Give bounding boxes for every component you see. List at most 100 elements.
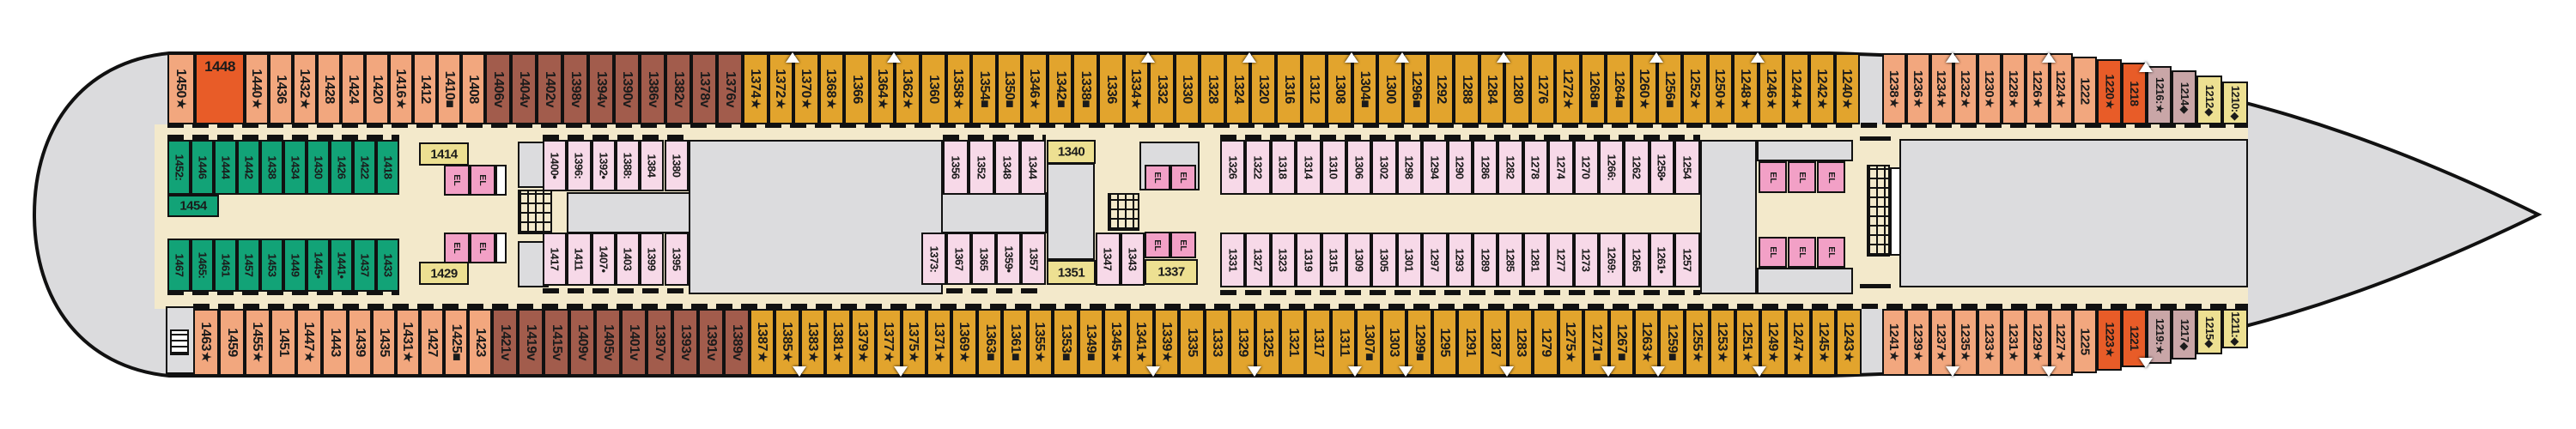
cabin-1290[interactable]: 1290 bbox=[1447, 140, 1473, 195]
cabin-1243[interactable]: 1243★ bbox=[1836, 309, 1862, 376]
cabin-1263[interactable]: 1263★ bbox=[1634, 309, 1666, 377]
cabin-1356[interactable]: 1356 bbox=[943, 140, 969, 195]
cabin-1268[interactable]: 1268■ bbox=[1580, 53, 1607, 124]
cabin-1386[interactable]: 1386v bbox=[640, 53, 665, 124]
cabin-1302[interactable]: 1302 bbox=[1371, 140, 1397, 195]
cabin-1283[interactable]: 1283 bbox=[1507, 309, 1534, 376]
cabin-1218[interactable]: 1218 bbox=[2122, 62, 2153, 124]
cabin-1426[interactable]: 1426 bbox=[330, 140, 353, 195]
cabin-1437[interactable]: 1437 bbox=[353, 239, 376, 292]
cabin-1312[interactable]: 1312 bbox=[1301, 53, 1327, 124]
cabin-1233[interactable]: 1233★ bbox=[1978, 309, 2002, 376]
cabin-1321[interactable]: 1321 bbox=[1280, 309, 1306, 376]
cabin-1397[interactable]: 1397v bbox=[647, 309, 672, 376]
cabin-1461[interactable]: 1461 bbox=[214, 239, 237, 292]
cabin-1215[interactable]: 1215◆ bbox=[2196, 309, 2222, 354]
cabin-1301[interactable]: 1301 bbox=[1396, 233, 1423, 287]
cabin-1269[interactable]: 1269: bbox=[1599, 233, 1625, 287]
cabin-1452[interactable]: 1452: bbox=[167, 140, 191, 195]
cabin-1422[interactable]: 1422 bbox=[353, 140, 376, 195]
cabin-1411[interactable]: 1411 bbox=[567, 233, 592, 286]
cabin-1220[interactable]: 1220★ bbox=[2097, 59, 2122, 124]
cabin-1418[interactable]: 1418 bbox=[376, 140, 399, 195]
cabin-1244[interactable]: 1244★ bbox=[1783, 53, 1809, 124]
cabin-1412[interactable]: 1412 bbox=[413, 53, 437, 124]
cabin-1429[interactable]: 1429 bbox=[419, 262, 469, 285]
cabin-1333[interactable]: 1333 bbox=[1204, 309, 1230, 376]
cabin-1337[interactable]: 1337 bbox=[1145, 259, 1198, 285]
cabin-1396[interactable]: 1396: bbox=[567, 140, 592, 191]
cabin-1284[interactable]: 1284 bbox=[1479, 52, 1511, 124]
cabin-1274[interactable]: 1274 bbox=[1548, 140, 1574, 195]
cabin-1214[interactable]: 1214◆ bbox=[2172, 70, 2196, 124]
cabin-1449[interactable]: 1449 bbox=[283, 239, 307, 292]
cabin-1226[interactable]: 1226★ bbox=[2025, 52, 2056, 124]
cabin-1371[interactable]: 1371★ bbox=[927, 309, 952, 376]
cabin-1434[interactable]: 1434 bbox=[283, 140, 307, 195]
cabin-1389[interactable]: 1389v bbox=[724, 309, 750, 376]
cabin-1435[interactable]: 1435 bbox=[372, 309, 396, 376]
cabin-1319[interactable]: 1319 bbox=[1296, 233, 1321, 287]
cabin-1351[interactable]: 1351 bbox=[1047, 260, 1096, 285]
cabin-1296[interactable]: 1296■ bbox=[1402, 53, 1429, 124]
cabin-1446[interactable]: 1446 bbox=[191, 140, 214, 195]
cabin-1338[interactable]: 1338■ bbox=[1072, 53, 1098, 124]
cabin-1393[interactable]: 1393v bbox=[672, 309, 698, 376]
cabin-1250[interactable]: 1250★ bbox=[1707, 53, 1734, 124]
cabin-1286[interactable]: 1286 bbox=[1473, 140, 1498, 195]
cabin-1361[interactable]: 1361■ bbox=[1002, 309, 1028, 376]
cabin-1309[interactable]: 1309 bbox=[1346, 233, 1372, 287]
cabin-1385[interactable]: 1385★ bbox=[775, 309, 806, 377]
cabin-1295[interactable]: 1295 bbox=[1431, 309, 1458, 376]
cabin-1402[interactable]: 1402v bbox=[537, 53, 562, 124]
cabin-1323[interactable]: 1323 bbox=[1270, 233, 1297, 287]
cabin-1264[interactable]: 1264■ bbox=[1606, 53, 1631, 124]
cabin-1294[interactable]: 1294 bbox=[1422, 140, 1448, 195]
cabin-1421[interactable]: 1421v bbox=[492, 309, 518, 376]
cabin-1330[interactable]: 1330 bbox=[1174, 53, 1200, 124]
cabin-1447[interactable]: 1447★ bbox=[296, 309, 322, 376]
cabin-1370[interactable]: 1370★ bbox=[793, 53, 819, 124]
cabin-1355[interactable]: 1355★ bbox=[1027, 309, 1054, 376]
cabin-1287[interactable]: 1287 bbox=[1482, 309, 1514, 377]
cabin-1307[interactable]: 1307■ bbox=[1356, 309, 1382, 376]
cabin-1310[interactable]: 1310 bbox=[1321, 140, 1346, 195]
cabin-1408[interactable]: 1408 bbox=[461, 53, 485, 124]
cabin-1239[interactable]: 1239★ bbox=[1905, 309, 1930, 376]
cabin-1346[interactable]: 1346★ bbox=[1022, 53, 1048, 124]
cabin-1381[interactable]: 1381★ bbox=[825, 309, 851, 376]
cabin-1241[interactable]: 1241★ bbox=[1882, 309, 1906, 376]
cabin-1399[interactable]: 1399 bbox=[640, 233, 665, 286]
cabin-1234[interactable]: 1234★ bbox=[1929, 52, 1960, 124]
cabin-1395[interactable]: 1395 bbox=[664, 233, 689, 286]
cabin-1414[interactable]: 1414 bbox=[419, 142, 469, 166]
cabin-1427[interactable]: 1427 bbox=[420, 309, 444, 376]
cabin-1433[interactable]: 1433 bbox=[376, 239, 399, 292]
cabin-1455[interactable]: 1455★ bbox=[245, 309, 270, 376]
cabin-1390[interactable]: 1390v bbox=[614, 53, 640, 124]
cabin-1448[interactable]: 1448 bbox=[195, 53, 245, 124]
cabin-1212[interactable]: 1212◆ bbox=[2196, 76, 2222, 124]
cabin-1280[interactable]: 1280 bbox=[1504, 53, 1530, 124]
cabin-1210[interactable]: 1210:◆ bbox=[2222, 82, 2248, 124]
cabin-1459[interactable]: 1459 bbox=[219, 309, 245, 376]
cabin-1248[interactable]: 1248★ bbox=[1733, 52, 1765, 124]
cabin-1246[interactable]: 1246★ bbox=[1758, 53, 1784, 124]
cabin-1247[interactable]: 1247★ bbox=[1785, 309, 1812, 376]
cabin-1417[interactable]: 1417 bbox=[543, 233, 568, 286]
cabin-1372[interactable]: 1372★ bbox=[768, 52, 800, 124]
cabin-1291[interactable]: 1291 bbox=[1457, 309, 1483, 376]
cabin-1326[interactable]: 1326 bbox=[1220, 140, 1246, 195]
cabin-1349[interactable]: 1349■ bbox=[1078, 309, 1103, 376]
cabin-1353[interactable]: 1353■ bbox=[1053, 309, 1078, 376]
cabin-1467[interactable]: 1467 bbox=[167, 239, 191, 292]
cabin-1222[interactable]: 1222 bbox=[2073, 57, 2098, 124]
cabin-1419[interactable]: 1419v bbox=[518, 309, 544, 376]
cabin-1367[interactable]: 1367 bbox=[946, 233, 971, 285]
cabin-1423[interactable]: 1423 bbox=[468, 309, 492, 376]
cabin-1266[interactable]: 1266: bbox=[1599, 140, 1625, 195]
cabin-1368[interactable]: 1368★ bbox=[818, 53, 845, 124]
cabin-1324[interactable]: 1324 bbox=[1224, 52, 1257, 124]
cabin-1363[interactable]: 1363■ bbox=[976, 309, 1003, 376]
cabin-1428[interactable]: 1428 bbox=[317, 53, 341, 124]
